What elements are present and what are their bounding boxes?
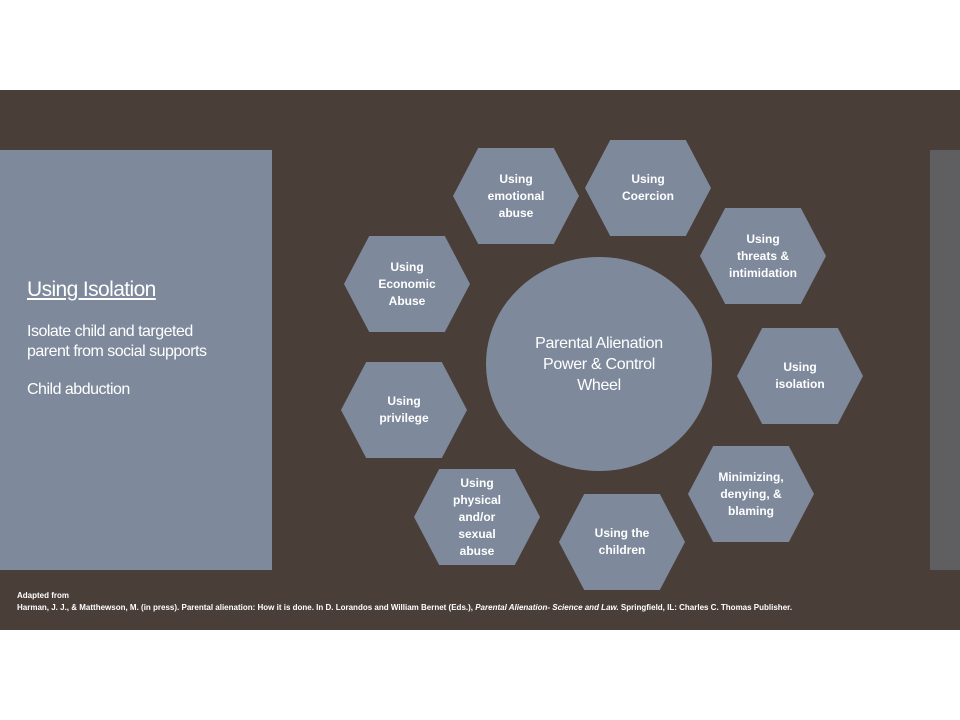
hex-isolation: Using isolation [737,328,863,424]
hex-minimizing-denying-blaming: Minimizing, denying, & blaming [688,446,814,542]
citation-heading: Adapted from [17,591,69,600]
hex-threats-intimidation: Using threats & intimidation [700,208,826,304]
hex-coercion: Using Coercion [585,140,711,236]
citation-publisher: Springfield, IL: Charles C. Thomas Publi… [618,603,793,612]
hex-privilege: Using privilege [341,362,467,458]
citation-reference: Harman, J. J., & Matthewson, M. (in pres… [17,602,792,614]
panel-title: Using Isolation [27,278,156,301]
panel-description-line-3: Child abduction [27,381,130,398]
citation: Adapted from Harman, J. J., & Matthewson… [17,590,792,614]
hex-economic-abuse: Using Economic Abuse [344,236,470,332]
hex-emotional-abuse: Using emotional abuse [453,148,579,244]
right-edge-panel [930,150,960,570]
hex-threats-intimidation-label: Using threats & intimidation [729,231,797,280]
hex-privilege-label: Using privilege [379,394,429,425]
slide: Using Isolation Isolate child and target… [0,90,960,630]
hex-coercion-label: Using Coercion [621,172,674,203]
hex-economic-abuse-label: Using Economic Abuse [378,259,436,308]
citation-book-title: Parental Alienation- Science and Law. [475,603,619,612]
wheel-center: Parental Alienation Power & Control Whee… [486,257,712,471]
hex-using-the-children: Using the children [559,494,685,590]
hex-physical-sexual-abuse: Using physical and/or sexual abuse [414,469,540,565]
hex-emotional-abuse-label: Using emotional abuse [487,171,545,220]
wheel-center-label: Parental Alienation Power & Control Whee… [535,334,663,394]
citation-authors: Harman, J. J., & Matthewson, M. (in pres… [17,603,476,612]
panel-description-line-2: parent from social supports [27,343,207,360]
hex-physical-sexual-abuse-label: Using physical and/or sexual abuse [452,475,502,558]
hex-using-the-children-label: Using the children [594,526,650,557]
panel-description-line-1: Isolate child and targeted [27,323,193,340]
hex-isolation-label: Using isolation [775,360,825,391]
hex-minimizing-denying-blaming-label: Minimizing, denying, & blaming [718,469,784,518]
left-panel [0,150,272,570]
